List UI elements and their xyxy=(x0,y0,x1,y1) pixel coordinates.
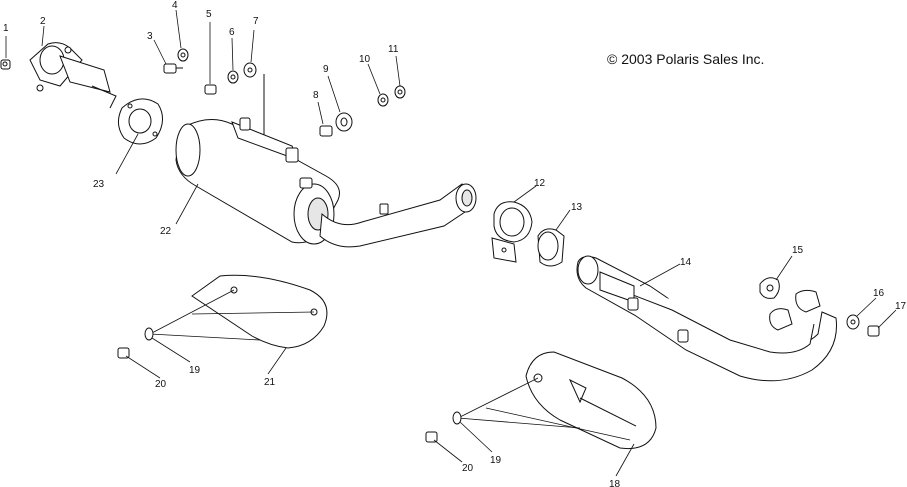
callout-21: 21 xyxy=(264,377,276,388)
callout-5: 5 xyxy=(206,9,212,20)
part-bolt-20-left xyxy=(117,347,130,359)
callout-12: 12 xyxy=(534,178,546,189)
part-clamp-12 xyxy=(491,201,533,263)
callout-15: 15 xyxy=(792,245,804,256)
part-nut-6 xyxy=(227,70,239,84)
copyright-text: © 2003 Polaris Sales Inc. xyxy=(607,51,764,67)
callout-7: 7 xyxy=(253,16,259,27)
callout-8: 8 xyxy=(313,90,319,101)
part-washer-4 xyxy=(177,48,189,62)
part-gasket-15 xyxy=(759,277,780,299)
callout-1: 1 xyxy=(3,23,9,34)
part-heatshield-21 xyxy=(149,274,328,349)
callout-19-right: 19 xyxy=(490,455,502,466)
part-washer-7 xyxy=(243,62,257,78)
callout-3: 3 xyxy=(147,31,153,42)
callout-numbers: 1 2 3 4 5 6 7 8 9 10 11 12 13 14 15 16 1… xyxy=(3,0,907,487)
callout-16: 16 xyxy=(873,288,885,299)
callout-14: 14 xyxy=(680,257,692,268)
part-nut-11 xyxy=(394,85,406,99)
callout-22: 22 xyxy=(160,226,172,237)
part-bolt-3 xyxy=(163,63,183,74)
part-washer-19-right xyxy=(452,411,462,425)
callout-10: 10 xyxy=(359,54,371,65)
callout-23: 23 xyxy=(93,179,105,190)
callout-2: 2 xyxy=(40,16,46,27)
part-bolt-17 xyxy=(867,325,880,337)
callout-6: 6 xyxy=(229,27,235,38)
part-bolt-1 xyxy=(0,59,11,70)
callout-11: 11 xyxy=(388,44,399,55)
callout-20-left: 20 xyxy=(155,379,167,390)
part-tailpipe-2 xyxy=(29,42,117,109)
part-muffler-22 xyxy=(175,117,340,245)
callout-9: 9 xyxy=(323,64,329,75)
part-washer-19-left xyxy=(144,327,154,341)
callout-18: 18 xyxy=(609,479,621,487)
part-sleeve-13 xyxy=(537,228,565,267)
callout-4: 4 xyxy=(172,0,178,11)
callout-19-left: 19 xyxy=(189,365,201,376)
part-bolt-5 xyxy=(204,84,217,95)
part-nut-16 xyxy=(846,314,860,330)
part-gasket-23 xyxy=(118,98,163,145)
leader-lines xyxy=(5,9,897,477)
callout-20-right: 20 xyxy=(462,463,474,474)
part-nut-10 xyxy=(377,93,389,107)
part-muffler-pipe xyxy=(319,183,477,248)
part-spacer-8 xyxy=(319,125,333,137)
callout-17: 17 xyxy=(895,301,907,312)
part-header-14 xyxy=(576,255,837,382)
part-grommet-9 xyxy=(335,112,353,132)
part-heatshield-18 xyxy=(457,351,657,450)
callout-13: 13 xyxy=(571,202,583,213)
part-bolt-20-right xyxy=(425,431,438,443)
